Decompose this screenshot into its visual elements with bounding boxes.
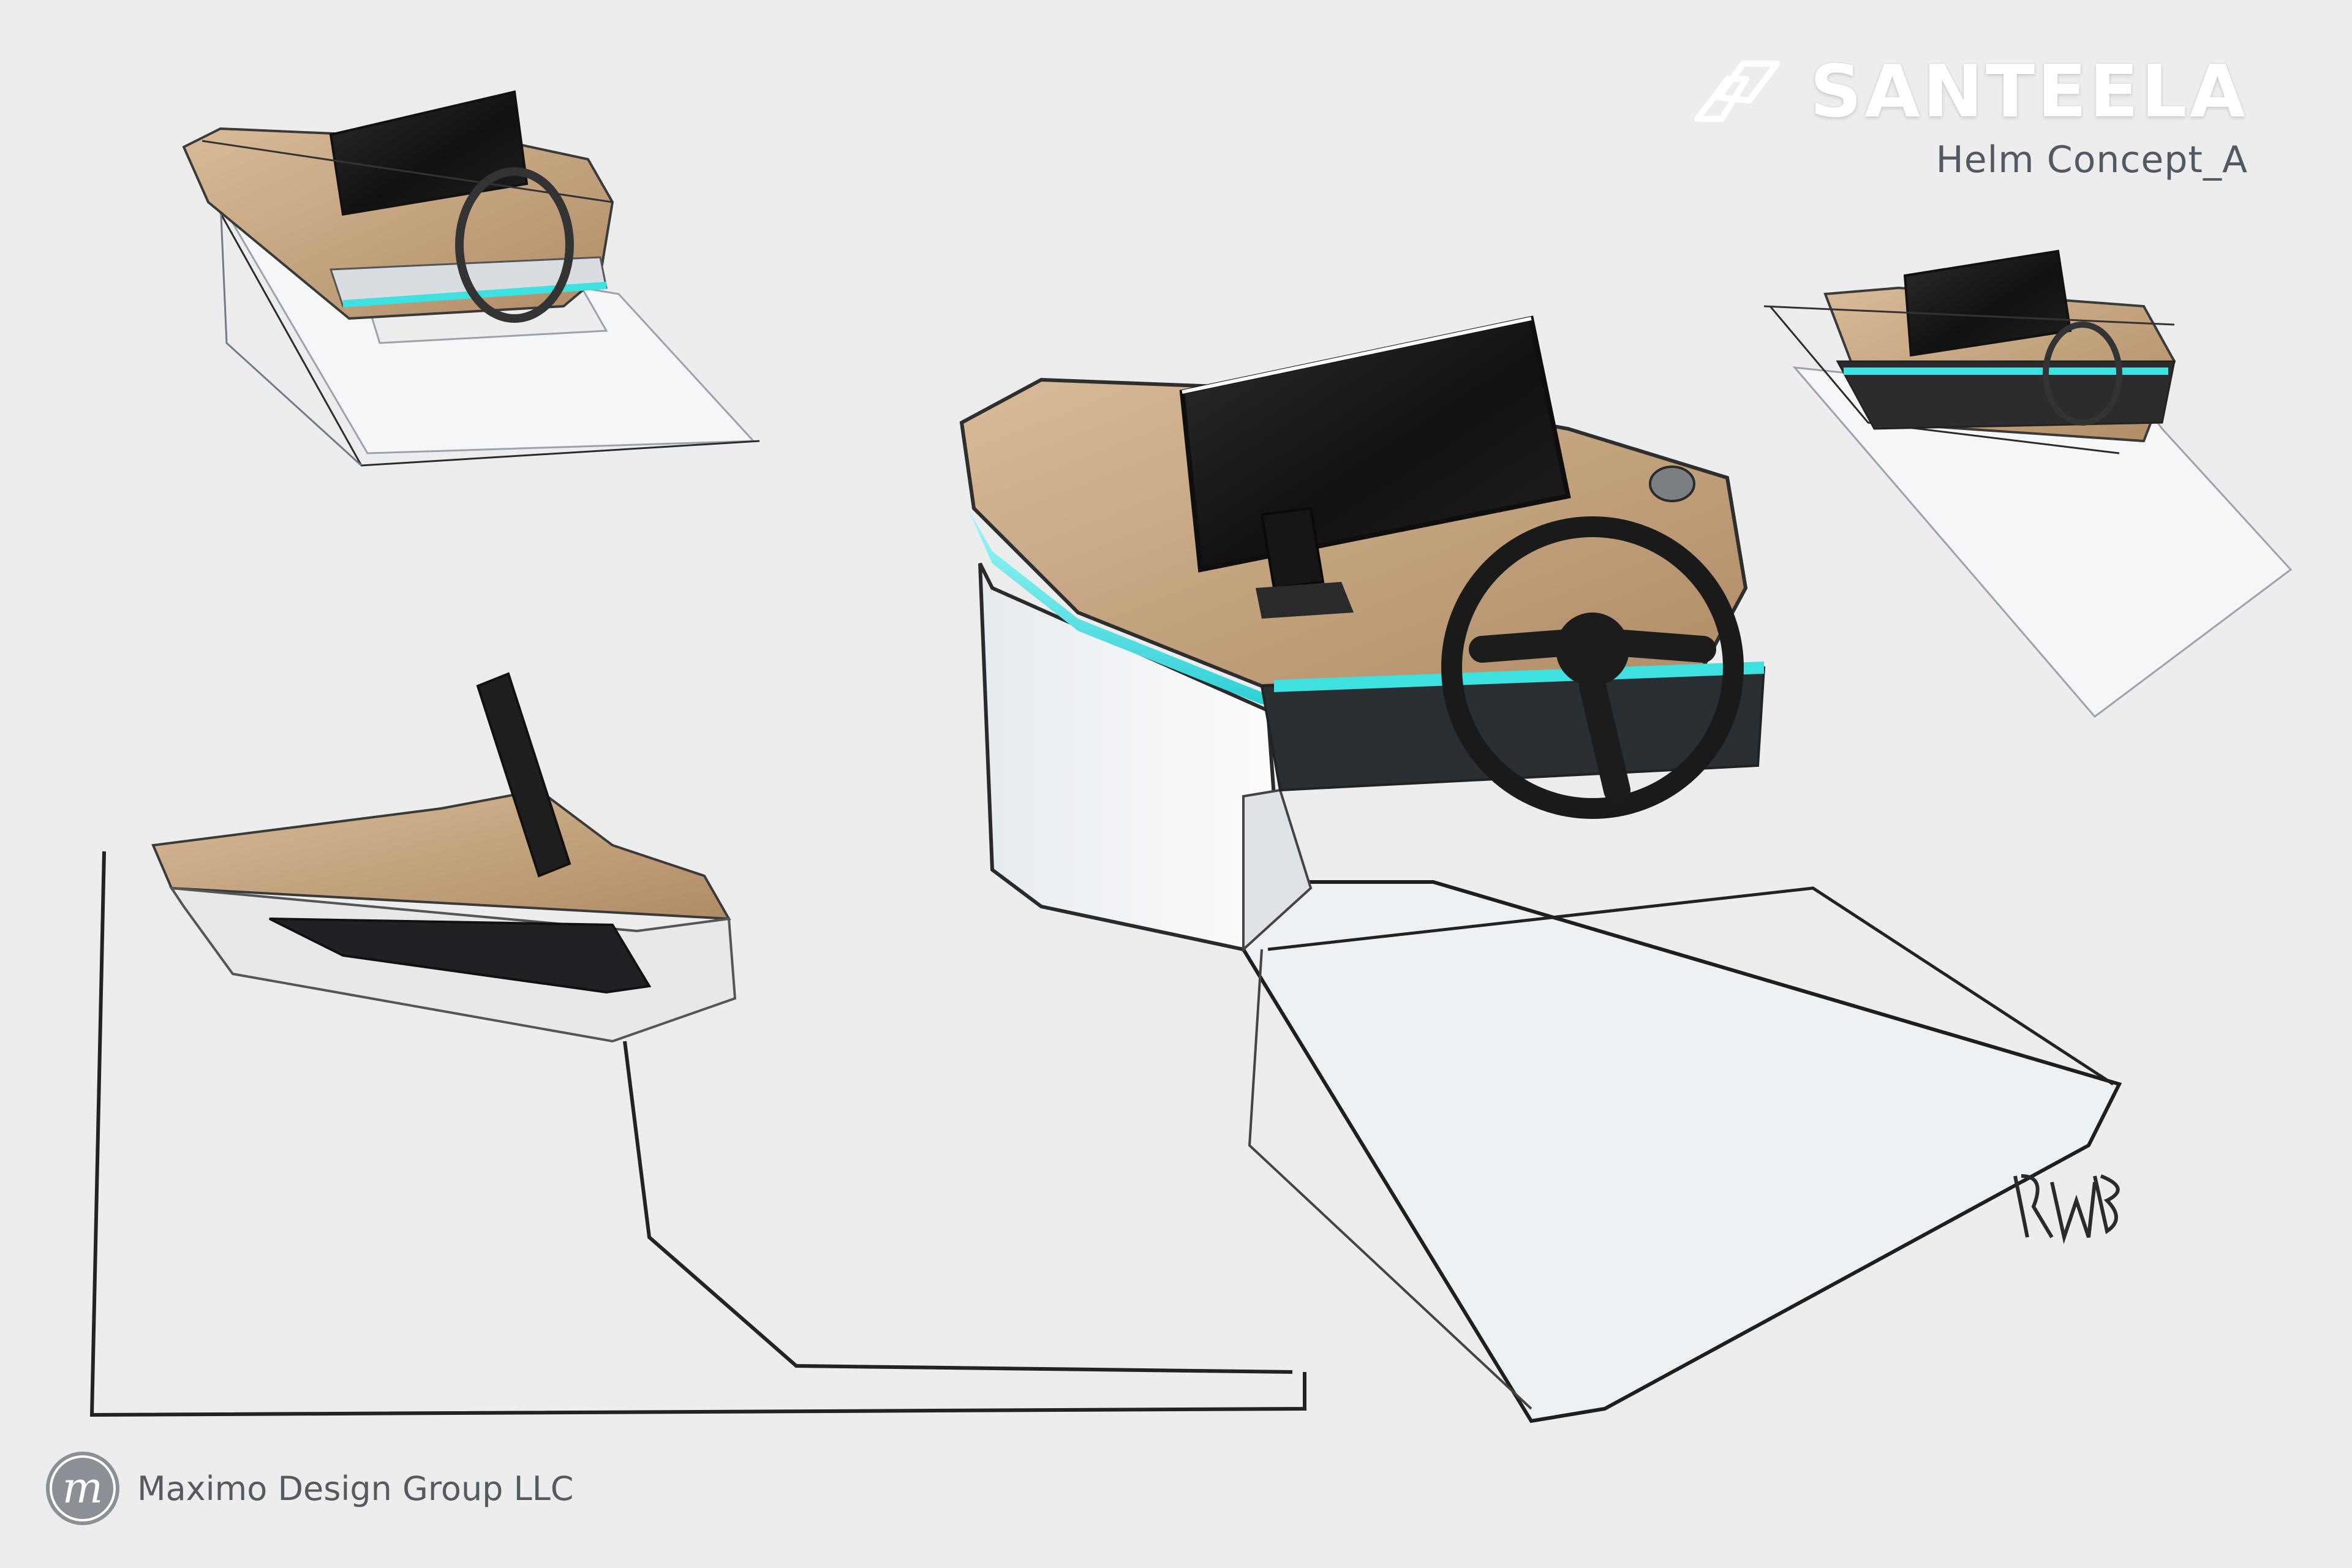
brand-row: SANTEELA xyxy=(1685,49,2248,134)
artist-signature xyxy=(2013,1174,2120,1245)
svg-text:m: m xyxy=(62,1463,103,1513)
maximo-logo-icon: m xyxy=(46,1452,119,1525)
brand-name: SANTEELA xyxy=(1809,49,2248,134)
helm-main-perspective xyxy=(959,315,2122,1423)
steering-wheel xyxy=(1441,516,1744,819)
concept-title: Helm Concept_A xyxy=(1936,138,2248,181)
helm-sketch-top-right xyxy=(1763,249,2293,718)
brand-block: SANTEELA Helm Concept_A xyxy=(1685,49,2248,181)
footer: m Maximo Design Group LLC xyxy=(43,1449,574,1528)
helm-side-profile xyxy=(89,672,1306,1417)
company-name: Maximo Design Group LLC xyxy=(137,1469,574,1508)
santeela-logo-icon xyxy=(1694,61,1780,122)
helm-sketch-top-left xyxy=(182,90,760,467)
